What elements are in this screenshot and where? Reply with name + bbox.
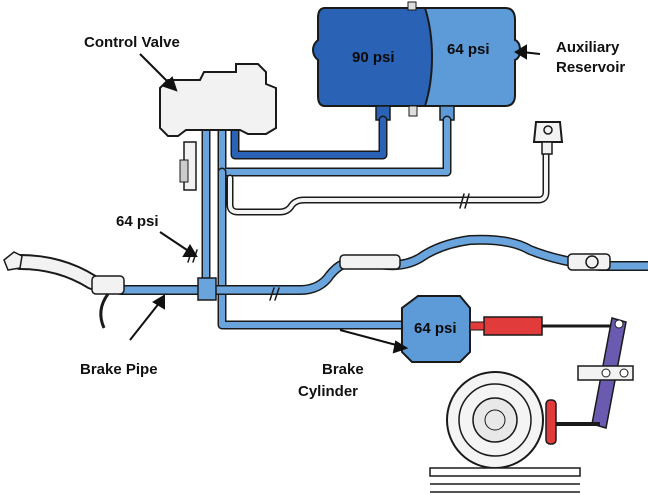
cylinder-feed-pipe: [217, 167, 410, 330]
reservoir-dark: [311, 7, 434, 107]
auxiliary-reservoir-label-line1: Auxiliary: [556, 39, 620, 56]
piston-rod: [483, 316, 543, 336]
tank-top-fitting: [407, 1, 417, 11]
rail: [429, 467, 581, 493]
brake-pipe-pressure-label: 64 psi: [116, 213, 159, 230]
brake-cylinder: 64 psi: [401, 295, 618, 363]
brake-cylinder-pressure: 64 psi: [414, 320, 457, 337]
brake-pipe-tee: [197, 277, 217, 301]
brake-pipe-label: Brake Pipe: [80, 361, 158, 378]
reservoir-tank: 90 psi 64 psi: [311, 1, 522, 121]
reservoir-dark-pressure: 90 psi: [352, 49, 395, 66]
brake-shoe: [545, 399, 557, 445]
brake-cylinder-label-line1: Brake: [322, 361, 364, 378]
annotation-arrows: [129, 44, 541, 354]
tank-outlet-center: [408, 105, 418, 117]
right-air-hose: [339, 253, 611, 271]
retainer-valve: [532, 121, 564, 155]
reservoir-light-pressure: 64 psi: [447, 41, 490, 58]
brake-rigging: [556, 317, 634, 429]
auxiliary-reservoir-label-line2: Reservoir: [556, 59, 625, 76]
control-valve: [159, 63, 277, 191]
pipe-network: [115, 95, 648, 330]
wheel: [446, 371, 557, 469]
left-air-hose: [3, 251, 125, 329]
brake-cylinder-label-line2: Cylinder: [298, 383, 358, 400]
control-valve-label: Control Valve: [84, 34, 180, 51]
